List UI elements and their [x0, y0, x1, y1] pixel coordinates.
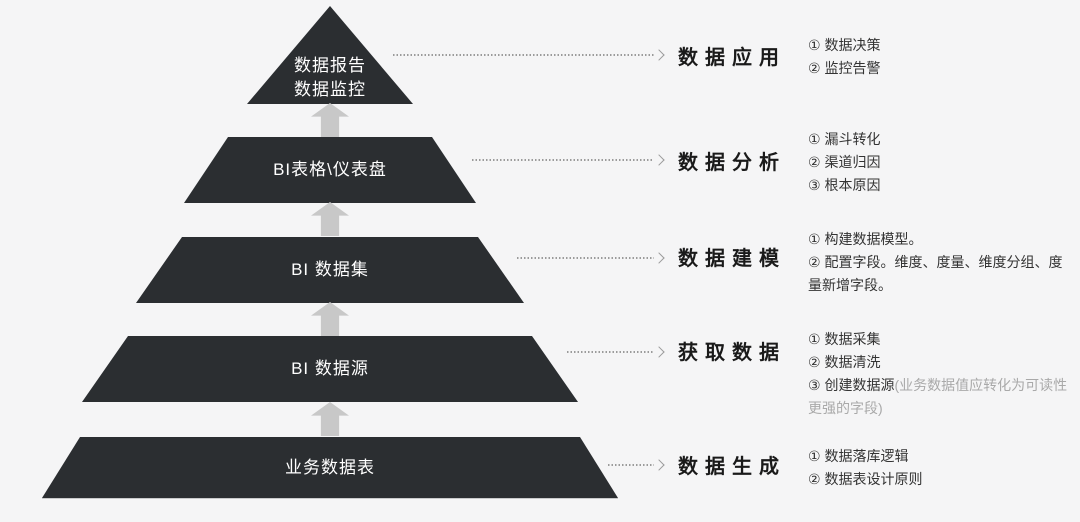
- pyramid-level-1-label: 数据报告 数据监控: [294, 56, 366, 99]
- row-heading-data-generation: 数据生成: [678, 456, 786, 478]
- up-arrow-icon: [311, 402, 349, 436]
- arrow-head-icon: [653, 252, 665, 264]
- list-item-note: (业务数据值应转化为可读性更强的字段): [808, 377, 1068, 416]
- pyramid-level-2: BI表格\仪表盘: [184, 137, 476, 203]
- up-arrow-icon: [311, 202, 349, 236]
- pyramid-level-2-label: BI表格\仪表盘: [273, 160, 387, 179]
- arrow-head-icon: [653, 346, 665, 358]
- up-arrow-icon: [311, 302, 349, 336]
- annotation-list: ① 漏斗转化 ② 渠道归因 ③ 根本原因: [808, 128, 1074, 197]
- row-heading-data-modeling: 数据建模: [678, 248, 786, 270]
- dotted-line: [517, 257, 654, 259]
- list-item: ② 数据清洗: [808, 354, 881, 370]
- dotted-arrow: [472, 154, 665, 166]
- list-item: ② 数据表设计原则: [808, 471, 923, 487]
- pyramid-base-line: [42, 498, 618, 499]
- pyramid-level-4: BI 数据源: [82, 336, 578, 402]
- up-arrow-icon: [311, 103, 349, 137]
- row-heading-data-acquisition: 获取数据: [678, 342, 786, 364]
- dotted-arrow: [608, 459, 665, 471]
- list-item: ① 数据采集: [808, 331, 881, 347]
- annotation-list: ① 数据决策 ② 监控告警: [808, 34, 1074, 80]
- list-item: ③ 创建数据源(业务数据值应转化为可读性更强的字段): [808, 377, 1068, 416]
- row-heading-data-application: 数据应用: [678, 47, 786, 69]
- dotted-line: [472, 159, 654, 161]
- list-item: ③ 根本原因: [808, 177, 881, 193]
- list-item: ① 漏斗转化: [808, 131, 881, 147]
- pyramid-level-1: 数据报告 数据监控: [247, 6, 413, 104]
- pyramid-level-4-label: BI 数据源: [291, 359, 369, 378]
- annotation-list: ① 数据采集 ② 数据清洗 ③ 创建数据源(业务数据值应转化为可读性更强的字段): [808, 328, 1074, 420]
- annotation-list: ① 构建数据模型。 ② 配置字段。维度、度量、维度分组、度量新增字段。: [808, 228, 1074, 297]
- row-heading-data-analysis: 数据分析: [678, 152, 786, 174]
- list-item: ② 渠道归因: [808, 154, 881, 170]
- pyramid-level-3: BI 数据集: [136, 237, 524, 303]
- pyramid-level-3-label: BI 数据集: [291, 260, 369, 279]
- annotation-list: ① 数据落库逻辑 ② 数据表设计原则: [808, 445, 1074, 491]
- arrow-head-icon: [653, 154, 665, 166]
- list-item: ② 监控告警: [808, 60, 881, 76]
- dotted-arrow: [393, 49, 665, 61]
- list-item: ① 数据落库逻辑: [808, 448, 909, 464]
- list-item: ② 配置字段。维度、度量、维度分组、度量新增字段。: [808, 254, 1063, 293]
- arrow-head-icon: [653, 459, 665, 471]
- dotted-line: [567, 351, 654, 353]
- dotted-arrow: [567, 346, 665, 358]
- list-item: ① 数据决策: [808, 37, 881, 53]
- dotted-arrow: [517, 252, 665, 264]
- list-item: ① 构建数据模型。: [808, 231, 923, 247]
- arrow-head-icon: [653, 49, 665, 61]
- dotted-line: [608, 464, 654, 466]
- pyramid-level-5-label: 业务数据表: [285, 457, 375, 477]
- pyramid-level-5: 业务数据表: [42, 437, 618, 498]
- dotted-line: [393, 54, 654, 56]
